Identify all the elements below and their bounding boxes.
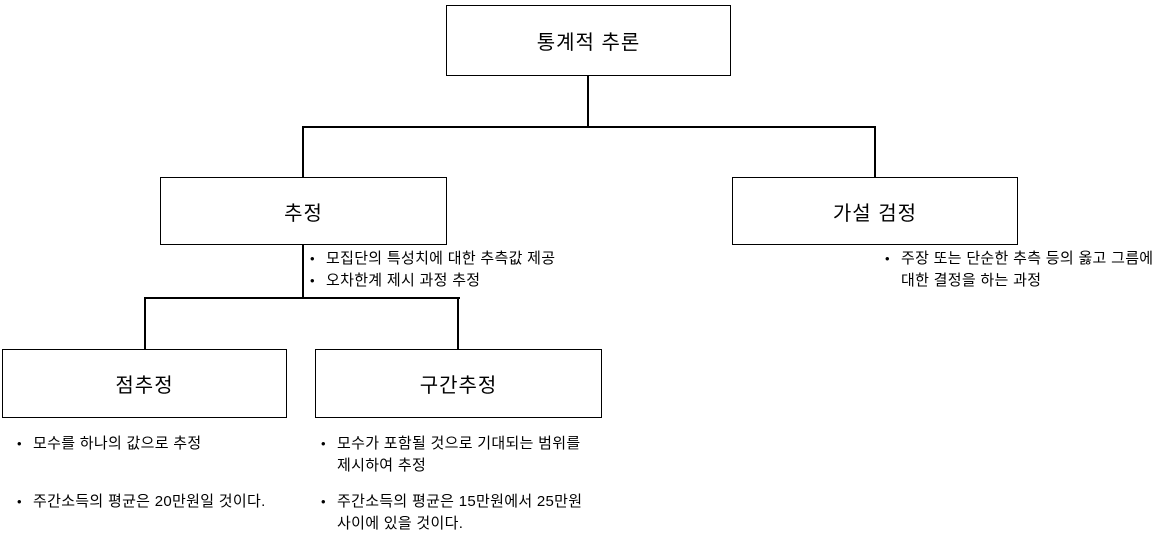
node-hypothesis-testing-label: 가설 검정	[832, 202, 918, 225]
point-estimation-note-definition: 모수를 하나의 값으로 추정	[14, 433, 314, 455]
node-point-estimation: 점추정	[2, 349, 287, 418]
node-estimation-label: 추정	[284, 202, 323, 225]
connector-estimation-up	[302, 128, 304, 177]
list-item: 모집단의 특성치에 대한 추측값 제공	[307, 248, 637, 270]
estimation-notes: 모집단의 특성치에 대한 추측값 제공 오차한계 제시 과정 추정	[307, 248, 637, 292]
connector-root-down	[587, 76, 589, 127]
interval-estimation-note-example: 주간소득의 평균은 15만원에서 25만원 사이에 있을 것이다.	[318, 491, 596, 533]
node-hypothesis-testing: 가설 검정	[732, 177, 1018, 245]
point-estimation-note-example: 주간소득의 평균은 20만원일 것이다.	[14, 491, 314, 513]
hypothesis-testing-notes: 주장 또는 단순한 추측 등의 옳고 그름에 대한 결정을 하는 과정	[882, 248, 1158, 292]
list-item: 모수를 하나의 값으로 추정	[14, 433, 314, 455]
connector-point-up	[144, 299, 146, 349]
list-item: 주장 또는 단순한 추측 등의 옳고 그름에 대한 결정을 하는 과정	[882, 248, 1158, 292]
node-estimation: 추정	[160, 177, 447, 245]
list-item: 주간소득의 평균은 15만원에서 25만원 사이에 있을 것이다.	[318, 491, 596, 533]
node-point-estimation-label: 점추정	[115, 375, 174, 397]
node-interval-estimation-label: 구간추정	[419, 375, 498, 397]
node-interval-estimation: 구간추정	[315, 349, 602, 418]
list-item: 오차한계 제시 과정 추정	[307, 270, 637, 292]
connector-level1-horizontal	[302, 126, 876, 128]
interval-estimation-note-definition: 모수가 포함될 것으로 기대되는 범위를 제시하여 추정	[318, 433, 596, 477]
node-statistical-inference: 통계적 추론	[446, 5, 731, 76]
connector-level2-horizontal	[144, 297, 460, 299]
connector-hypothesis-up	[874, 128, 876, 177]
connector-interval-up	[457, 299, 459, 349]
node-statistical-inference-label: 통계적 추론	[536, 32, 641, 54]
list-item: 주간소득의 평균은 20만원일 것이다.	[14, 491, 314, 513]
list-item: 모수가 포함될 것으로 기대되는 범위를 제시하여 추정	[318, 433, 596, 477]
connector-estimation-down	[302, 245, 304, 298]
